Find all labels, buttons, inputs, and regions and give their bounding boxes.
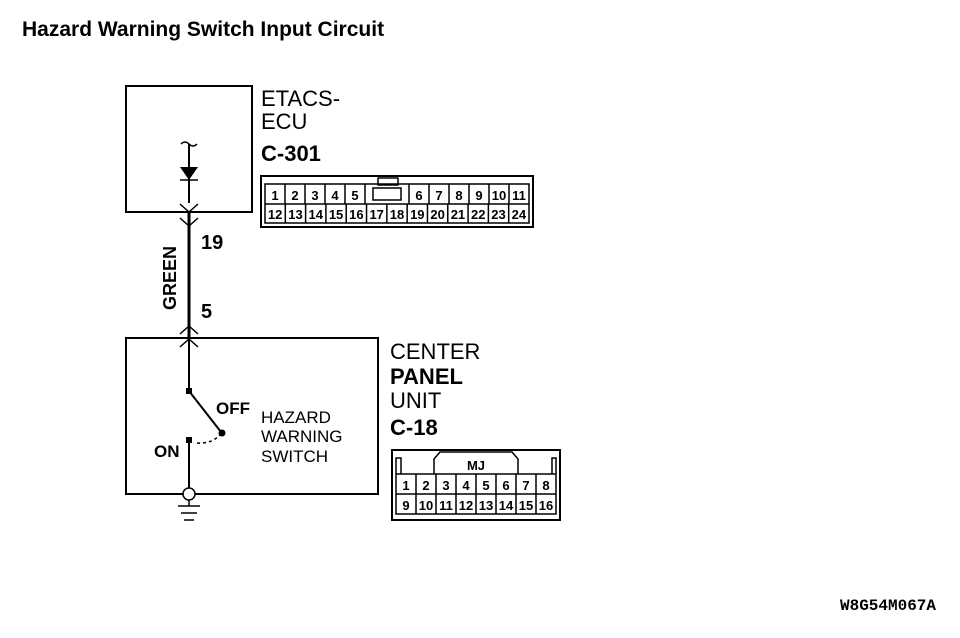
pin-number: 12: [459, 498, 473, 513]
pin-number: 22: [471, 207, 485, 222]
pin-number: 7: [522, 478, 529, 493]
etacs-connector-id: C-301: [261, 141, 321, 166]
pin-number: 7: [435, 188, 442, 203]
pin-number: 21: [451, 207, 465, 222]
pin-number: 3: [311, 188, 318, 203]
center-panel-box: [125, 337, 379, 495]
connector-lock-slot: [372, 187, 402, 201]
etacs-name-line1: ETACS-: [261, 86, 340, 111]
pin-number: 11: [439, 498, 453, 513]
pin-number: 2: [422, 478, 429, 493]
pin-number: 13: [479, 498, 493, 513]
switch-label-line3: SWITCH: [261, 447, 328, 466]
pin-number: 17: [369, 207, 383, 222]
pin-number: 16: [349, 207, 363, 222]
pin-number: 16: [539, 498, 553, 513]
ground-icon: [178, 487, 200, 521]
pin-number: 9: [402, 498, 409, 513]
reference-code: W8G54M067A: [840, 597, 936, 615]
center-panel-name-line2: PANEL: [390, 364, 463, 389]
switch-on-label: ON: [154, 442, 180, 461]
pin-number-bottom: 5: [201, 301, 212, 323]
center-panel-name-line3: UNIT: [390, 388, 441, 413]
pin-number: 4: [331, 188, 339, 203]
pin-number: 10: [492, 188, 506, 203]
pin-number: 20: [430, 207, 444, 222]
switch-icon: [186, 338, 226, 488]
pin-number: 10: [419, 498, 433, 513]
switch-off-label: OFF: [216, 399, 250, 418]
pin-number: 15: [329, 207, 343, 222]
pin-number: 19: [410, 207, 424, 222]
pin-number: 11: [512, 188, 526, 203]
switch-label-line1: HAZARD: [261, 408, 331, 427]
diode-icon: [180, 141, 198, 203]
etacs-name-line2: ECU: [261, 109, 307, 134]
pin-number: 15: [519, 498, 533, 513]
pin-number: 1: [402, 478, 409, 493]
pin-number: 12: [268, 207, 282, 222]
pin-number: 2: [291, 188, 298, 203]
diagram-title: Hazard Warning Switch Input Circuit: [22, 18, 385, 41]
connector-key-label: MJ: [467, 458, 485, 473]
pin-number: 24: [512, 207, 527, 222]
pin-number: 1: [271, 188, 278, 203]
pin-number: 4: [462, 478, 470, 493]
center-panel-connector-id: C-18: [390, 415, 438, 440]
pin-number: 6: [502, 478, 509, 493]
pin-number: 8: [455, 188, 462, 203]
center-panel-name-line1: CENTER: [390, 339, 480, 364]
pin-number: 23: [491, 207, 505, 222]
pin-number: 13: [288, 207, 302, 222]
switch-label-line2: WARNING: [261, 427, 343, 446]
pin-number: 5: [351, 188, 358, 203]
pin-number: 14: [499, 498, 514, 513]
pin-number: 8: [542, 478, 549, 493]
pin-number: 18: [390, 207, 404, 222]
wire-color-label: GREEN: [160, 246, 180, 310]
pin-number: 9: [475, 188, 482, 203]
pin-number: 6: [415, 188, 422, 203]
pin-number: 3: [442, 478, 449, 493]
pin-number: 14: [309, 207, 324, 222]
pin-number-top: 19: [201, 232, 223, 254]
pin-number: 5: [482, 478, 489, 493]
